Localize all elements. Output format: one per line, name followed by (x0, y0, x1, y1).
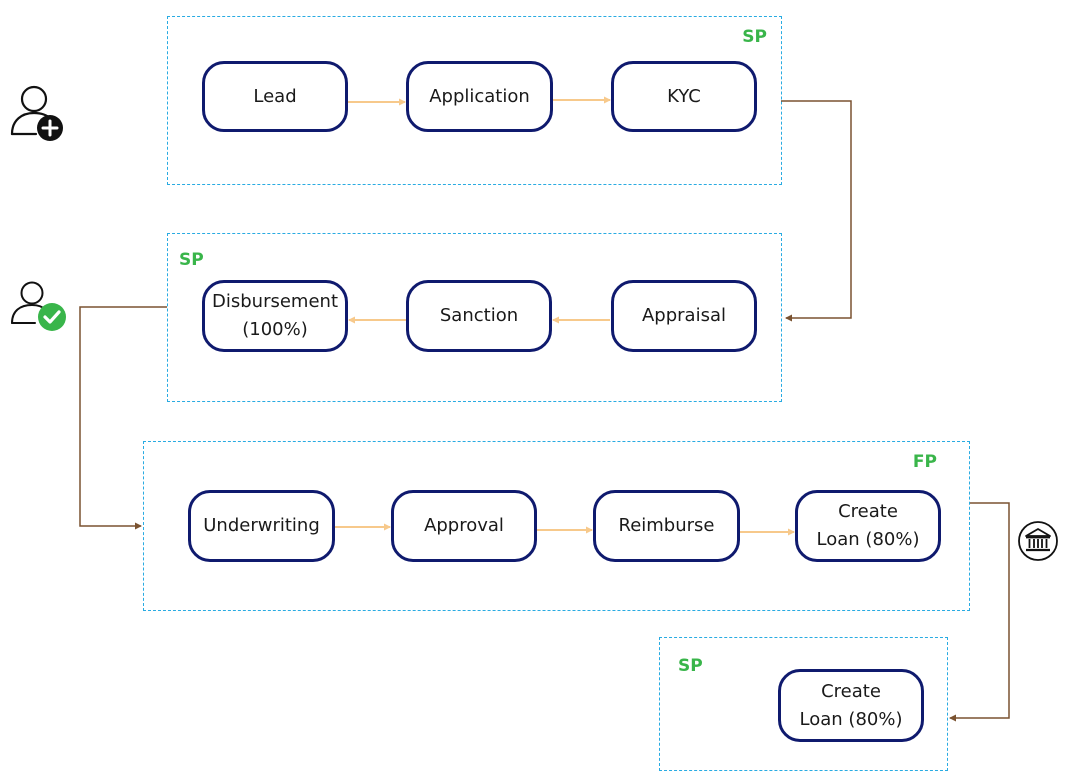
node-appraisal: Appraisal (611, 280, 757, 352)
user-check-icon (8, 278, 70, 341)
node-underwriting: Underwriting (188, 490, 335, 562)
bank-icon (1017, 520, 1059, 567)
connector-kyc-appraisal (781, 100, 852, 322)
fp-group: FP (143, 441, 970, 611)
node-reimburse: Reimburse (593, 490, 740, 562)
connector-disbursement-underwriting (79, 306, 167, 530)
user-add-icon (8, 82, 68, 149)
node-application: Application (406, 61, 553, 132)
node-sanction: Sanction (406, 280, 552, 352)
group-label-sp: SP (742, 27, 767, 47)
group-label-sp: SP (678, 656, 703, 676)
group-label-sp: SP (179, 250, 204, 270)
node-lead: Lead (202, 61, 348, 132)
group-label-fp: FP (912, 452, 937, 472)
sp-group-disbursal: SP (167, 233, 782, 402)
node-approval: Approval (391, 490, 537, 562)
connector-fp-sp (949, 502, 1010, 722)
node-create-loan-sp: Create Loan (80%) (778, 669, 924, 742)
node-kyc: KYC (611, 61, 757, 132)
sp-group-loan: SP (659, 637, 948, 771)
node-create-loan-fp: Create Loan (80%) (795, 490, 941, 562)
node-disbursement: Disbursement (100%) (202, 280, 348, 352)
